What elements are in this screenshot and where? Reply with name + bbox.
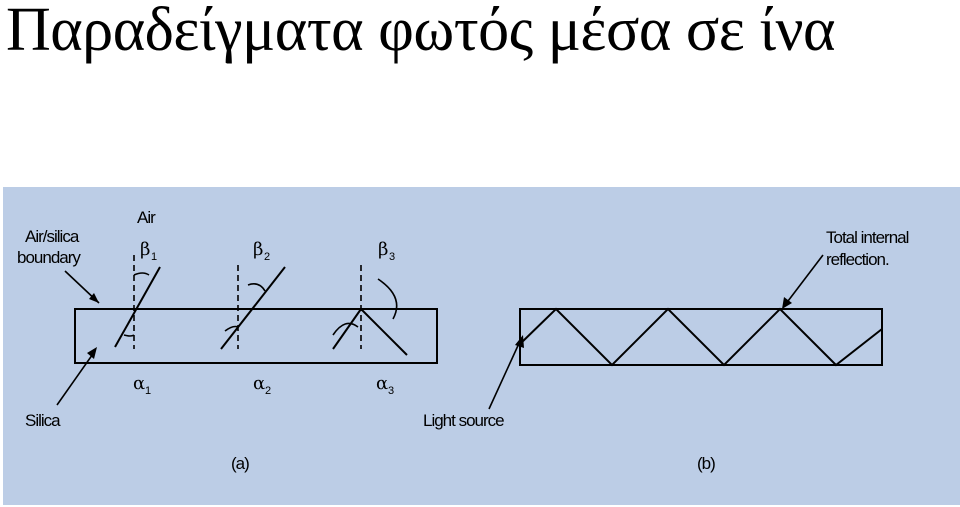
boundary-label-line2: boundary (17, 248, 81, 267)
svg-text:2: 2 (264, 251, 270, 263)
angle-arc-beta-3 (377, 278, 398, 320)
boundary-pointer-arrowhead (89, 293, 99, 303)
total-internal-reflection-ray (519, 307, 883, 367)
silica-pointer-arrowhead (87, 347, 97, 359)
panel-a: Air Air/silica boundary Silica (a) (17, 208, 438, 473)
tir-label-line1: Total internal (826, 228, 909, 247)
light-source-pointer-arrowhead (515, 335, 524, 348)
fiber-light-figure: Air Air/silica boundary Silica (a) (3, 187, 960, 505)
alpha-3-label: α 3 (376, 373, 394, 397)
air-label: Air (137, 208, 156, 227)
alpha-2-label: α 2 (253, 373, 271, 397)
alpha-1-label: α 1 (133, 373, 151, 397)
tir-label-line2: reflection. (826, 250, 889, 269)
angle-arc-alpha-1 (123, 334, 135, 337)
ray-2 (220, 266, 286, 350)
figure-background (3, 187, 960, 505)
svg-text:1: 1 (151, 251, 157, 263)
svg-text:α: α (376, 373, 388, 394)
silica-slab-a (74, 308, 438, 364)
panel-b: Total internal reflection. Light source … (423, 228, 910, 473)
tir-pointer-line (784, 254, 824, 306)
svg-text:β: β (140, 239, 150, 260)
light-source-label: Light source (423, 411, 504, 430)
silica-slab-b (519, 308, 883, 366)
ray-1 (114, 266, 161, 348)
boundary-label-line1: Air/silica (25, 227, 80, 246)
light-source-pointer-line (488, 338, 522, 410)
slide-title: Παραδείγματα φωτός μέσα σε ίνα (6, 0, 836, 64)
ray-3-incident (332, 308, 362, 350)
svg-text:β: β (378, 239, 388, 260)
caption-b: (b) (697, 454, 715, 473)
beta-1-label: β 1 (140, 239, 157, 263)
angle-arc-alpha-2 (224, 325, 239, 332)
silica-label: Silica (25, 411, 61, 430)
svg-text:β: β (253, 239, 263, 260)
svg-text:1: 1 (145, 385, 151, 397)
svg-text:α: α (133, 373, 145, 394)
svg-text:2: 2 (265, 385, 271, 397)
angle-arc-alpha-3 (332, 322, 359, 336)
beta-3-label: β 3 (378, 239, 395, 263)
svg-text:3: 3 (388, 385, 394, 397)
caption-a: (a) (231, 454, 249, 473)
angle-arc-beta-2 (247, 283, 266, 292)
beta-2-label: β 2 (253, 239, 270, 263)
svg-text:3: 3 (389, 251, 395, 263)
tir-pointer-arrowhead (782, 297, 792, 309)
silica-pointer-line (56, 350, 96, 406)
svg-text:α: α (253, 373, 265, 394)
angle-arc-beta-1 (133, 272, 150, 276)
ray-3-reflected (360, 308, 408, 356)
